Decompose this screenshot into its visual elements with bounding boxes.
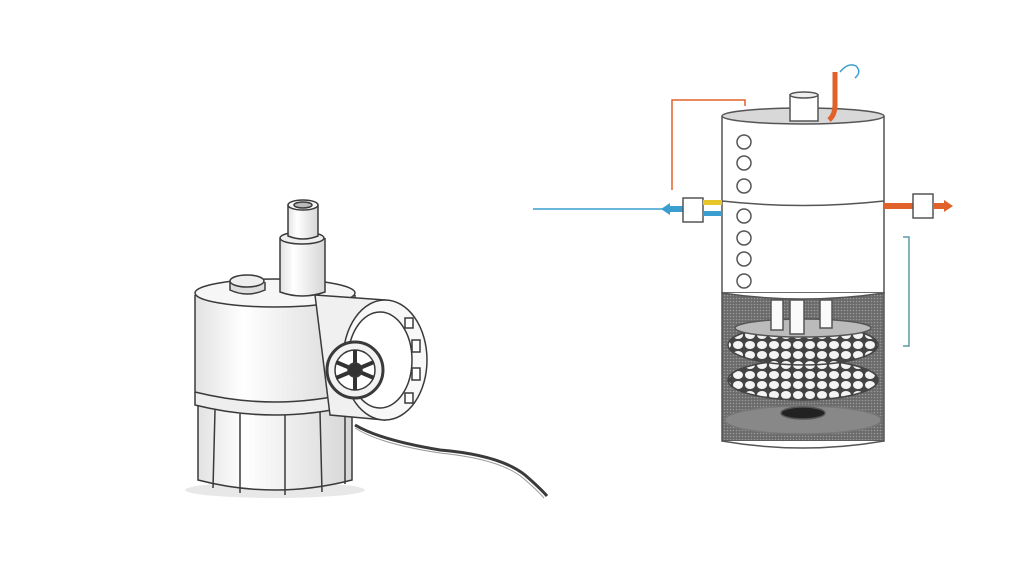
arrow-left-icon (661, 203, 684, 215)
left-connector (682, 197, 704, 223)
outlet-pipe (884, 203, 913, 209)
pump-sketch (185, 199, 549, 499)
blue-wire (703, 211, 722, 216)
fan-icon (325, 340, 385, 400)
right-connector (912, 193, 934, 219)
pump-knob (229, 274, 266, 295)
yellow-wire (703, 200, 722, 205)
filter-media (727, 318, 879, 401)
orange-top-pipe (827, 72, 838, 122)
pump-base-cage (197, 405, 353, 495)
base-disc (780, 406, 826, 420)
tubes (770, 299, 833, 335)
tank-cap (789, 91, 819, 122)
pump-outlet-spout (279, 199, 326, 297)
arrow-right-icon (933, 200, 953, 212)
orange-bracket (671, 99, 746, 190)
blue-hook (839, 64, 860, 79)
cutaway-diagram (533, 64, 953, 449)
power-cable (354, 423, 549, 497)
blue-bracket (903, 236, 910, 347)
indicator-lights (736, 134, 752, 289)
